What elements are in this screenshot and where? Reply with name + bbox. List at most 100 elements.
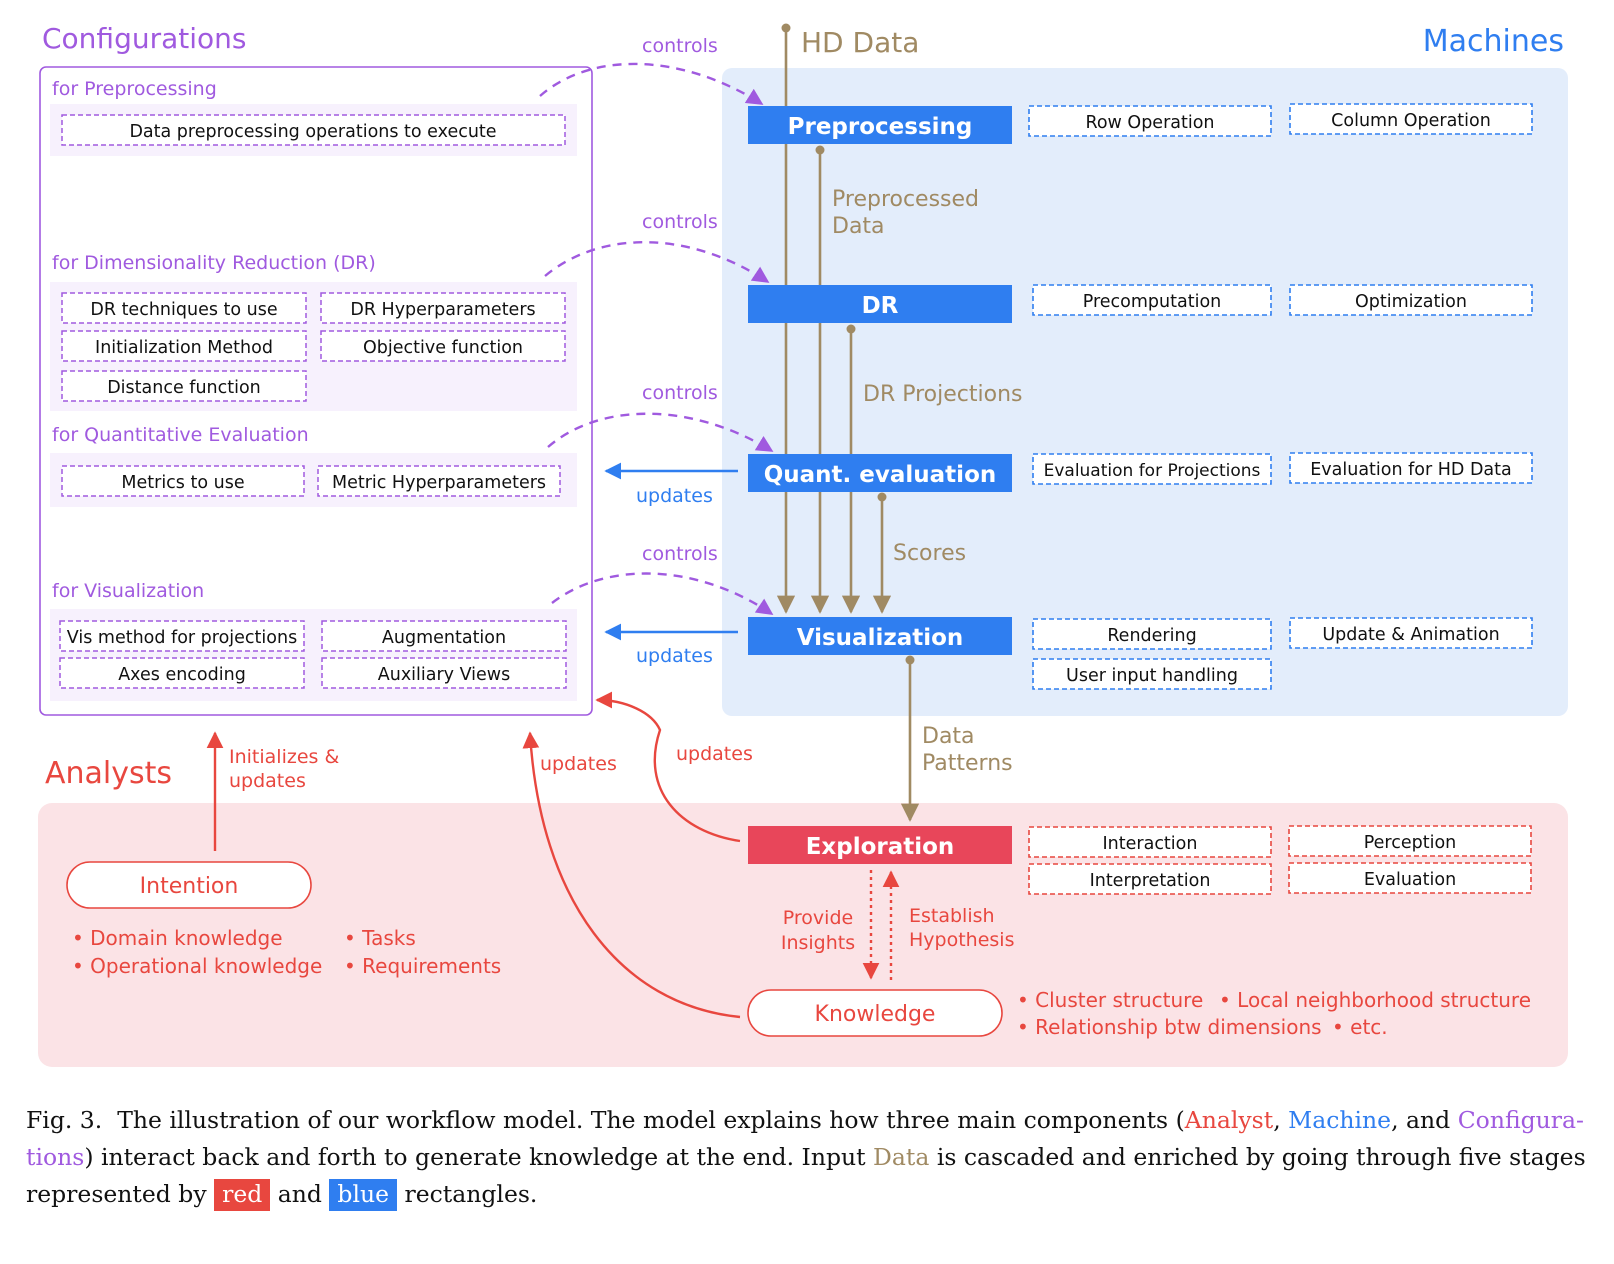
configurations-title: Configurations (42, 22, 246, 55)
subtask-label: Perception (1364, 833, 1457, 853)
config-item-label: Distance function (107, 378, 261, 398)
data-label: DR Projections (863, 382, 1022, 407)
knowledge-bullet: • etc. (1332, 1015, 1388, 1039)
caption-analyst: Analyst (1184, 1106, 1274, 1134)
analysts-title: Analysts (45, 756, 172, 791)
config-item-label: Initialization Method (95, 338, 273, 358)
machines-panel (722, 68, 1568, 716)
controls-label: controls (642, 211, 718, 233)
initializes-label: updates (229, 770, 306, 792)
stage-label: Preprocessing (788, 114, 973, 140)
caption-text: and (270, 1180, 330, 1208)
establish-hypothesis-label: Establish (909, 905, 995, 927)
config-group-title: for Preprocessing (52, 78, 217, 100)
config-item-box (61, 114, 566, 146)
subtask-label: Precomputation (1083, 292, 1222, 312)
data-label: Preprocessed (832, 187, 979, 212)
data-flow-dots (781, 23, 915, 665)
caption-data: Data (873, 1143, 930, 1171)
subtask-label: Evaluation (1364, 870, 1456, 890)
caption-text: The illustration of our workflow model. … (117, 1106, 1185, 1134)
caption-red-chip: red (214, 1179, 271, 1211)
stage-label: DR (862, 293, 899, 319)
controls-label: controls (642, 35, 718, 57)
updates-label: updates (676, 743, 753, 765)
config-item-label: DR Hyperparameters (350, 300, 535, 320)
subtask-label: Rendering (1107, 626, 1196, 646)
provide-insights-label: Provide (783, 907, 853, 929)
caption-text: ) interact back and forth to generate kn… (84, 1143, 874, 1171)
knowledge-bullet: • Cluster structure (1017, 988, 1203, 1012)
config-item-label: Metrics to use (121, 473, 244, 493)
data-label: Data (922, 724, 975, 749)
updates-label: updates (636, 485, 713, 507)
configurations-panel (39, 66, 593, 716)
config-group-quant-eval: for Quantitative Evaluation Metrics to u… (50, 424, 577, 507)
subtask-label: Optimization (1355, 292, 1467, 312)
config-item-label: Auxiliary Views (378, 665, 511, 685)
initializes-label: Initializes & (229, 746, 339, 768)
caption-machine: Machine (1288, 1106, 1392, 1134)
intention-pill (66, 861, 312, 909)
controls-label: controls (642, 382, 718, 404)
caption-text: , (1273, 1106, 1289, 1134)
stage-visualization: Visualization Rendering Update & Animati… (748, 617, 1533, 690)
updates-label: updates (540, 753, 617, 775)
hd-data-label: HD Data (801, 26, 919, 59)
data-label: Scores (893, 541, 966, 566)
config-item-label: Vis method for projections (67, 628, 297, 648)
stage-label: Visualization (797, 625, 964, 651)
intention-bullet: • Operational knowledge (72, 954, 322, 978)
data-label: Patterns (922, 751, 1013, 776)
config-item-label: Data preprocessing operations to execute (129, 122, 496, 142)
subtask-label: Interaction (1103, 834, 1198, 854)
caption-text: is cascaded and enriched by going throug… (26, 1143, 1586, 1208)
caption-blue-chip: blue (329, 1179, 398, 1211)
updates-label: updates (636, 645, 713, 667)
config-group-title: for Visualization (52, 580, 204, 602)
intention-bullet: • Tasks (344, 926, 416, 950)
provide-insights-label: Insights (781, 932, 855, 954)
config-group-title: for Dimensionality Reduction (DR) (52, 252, 376, 274)
knowledge-pill (747, 989, 1003, 1037)
config-group-visualization: for Visualization Vis method for project… (50, 580, 577, 701)
config-group-preprocessing: for Preprocessing Data preprocessing ope… (50, 78, 577, 156)
subtask-label: User input handling (1066, 666, 1238, 686)
establish-hypothesis-label: Hypothesis (909, 929, 1014, 951)
controls-arrow (551, 572, 774, 615)
controls-label: controls (642, 543, 718, 565)
stage-label: Exploration (806, 834, 955, 860)
data-label: Data (832, 214, 885, 239)
knowledge-label: Knowledge (815, 1002, 936, 1027)
caption-text: , and (1391, 1106, 1458, 1134)
stage-preprocessing: Preprocessing Row Operation Column Opera… (748, 103, 1533, 144)
config-item-label: Objective function (363, 338, 523, 358)
updates-arrow (522, 731, 741, 1019)
subtask-label: Evaluation for Projections (1044, 461, 1261, 481)
intention-label: Intention (140, 874, 239, 899)
intention-bullet: • Domain knowledge (72, 926, 283, 950)
caption-configurations: Configura- (1457, 1106, 1584, 1134)
config-item-label: Axes encoding (118, 665, 246, 685)
config-item-label: Augmentation (382, 628, 506, 648)
knowledge-bullet: • Local neighborhood structure (1219, 988, 1531, 1012)
stage-quant-evaluation: Quant. evaluation Evaluation for Project… (748, 452, 1533, 492)
machines-title: Machines (1423, 24, 1564, 59)
intention-bullet: • Requirements (344, 954, 501, 978)
subtask-label: Interpretation (1090, 871, 1211, 891)
config-group-dr: for Dimensionality Reduction (DR) DR tec… (50, 252, 577, 411)
config-group-title: for Quantitative Evaluation (52, 424, 309, 446)
figure-caption: Fig. 3. The illustration of our workflow… (26, 1102, 1591, 1213)
controls-arrows (539, 62, 774, 615)
subtask-label: Update & Animation (1322, 625, 1499, 645)
updates-arrow (595, 691, 741, 843)
config-item-label: Metric Hyperparameters (332, 473, 546, 493)
caption-text: rectangles. (397, 1180, 538, 1208)
stage-dr: DR Precomputation Optimization (748, 284, 1533, 323)
stage-exploration: Exploration Interaction Perception Inter… (748, 825, 1532, 895)
stage-label: Quant. evaluation (764, 462, 997, 488)
diagram-canvas: Configurations for Preprocessing Data pr… (38, 22, 1568, 1067)
subtask-label: Row Operation (1085, 113, 1214, 133)
subtask-label: Evaluation for HD Data (1310, 460, 1512, 480)
